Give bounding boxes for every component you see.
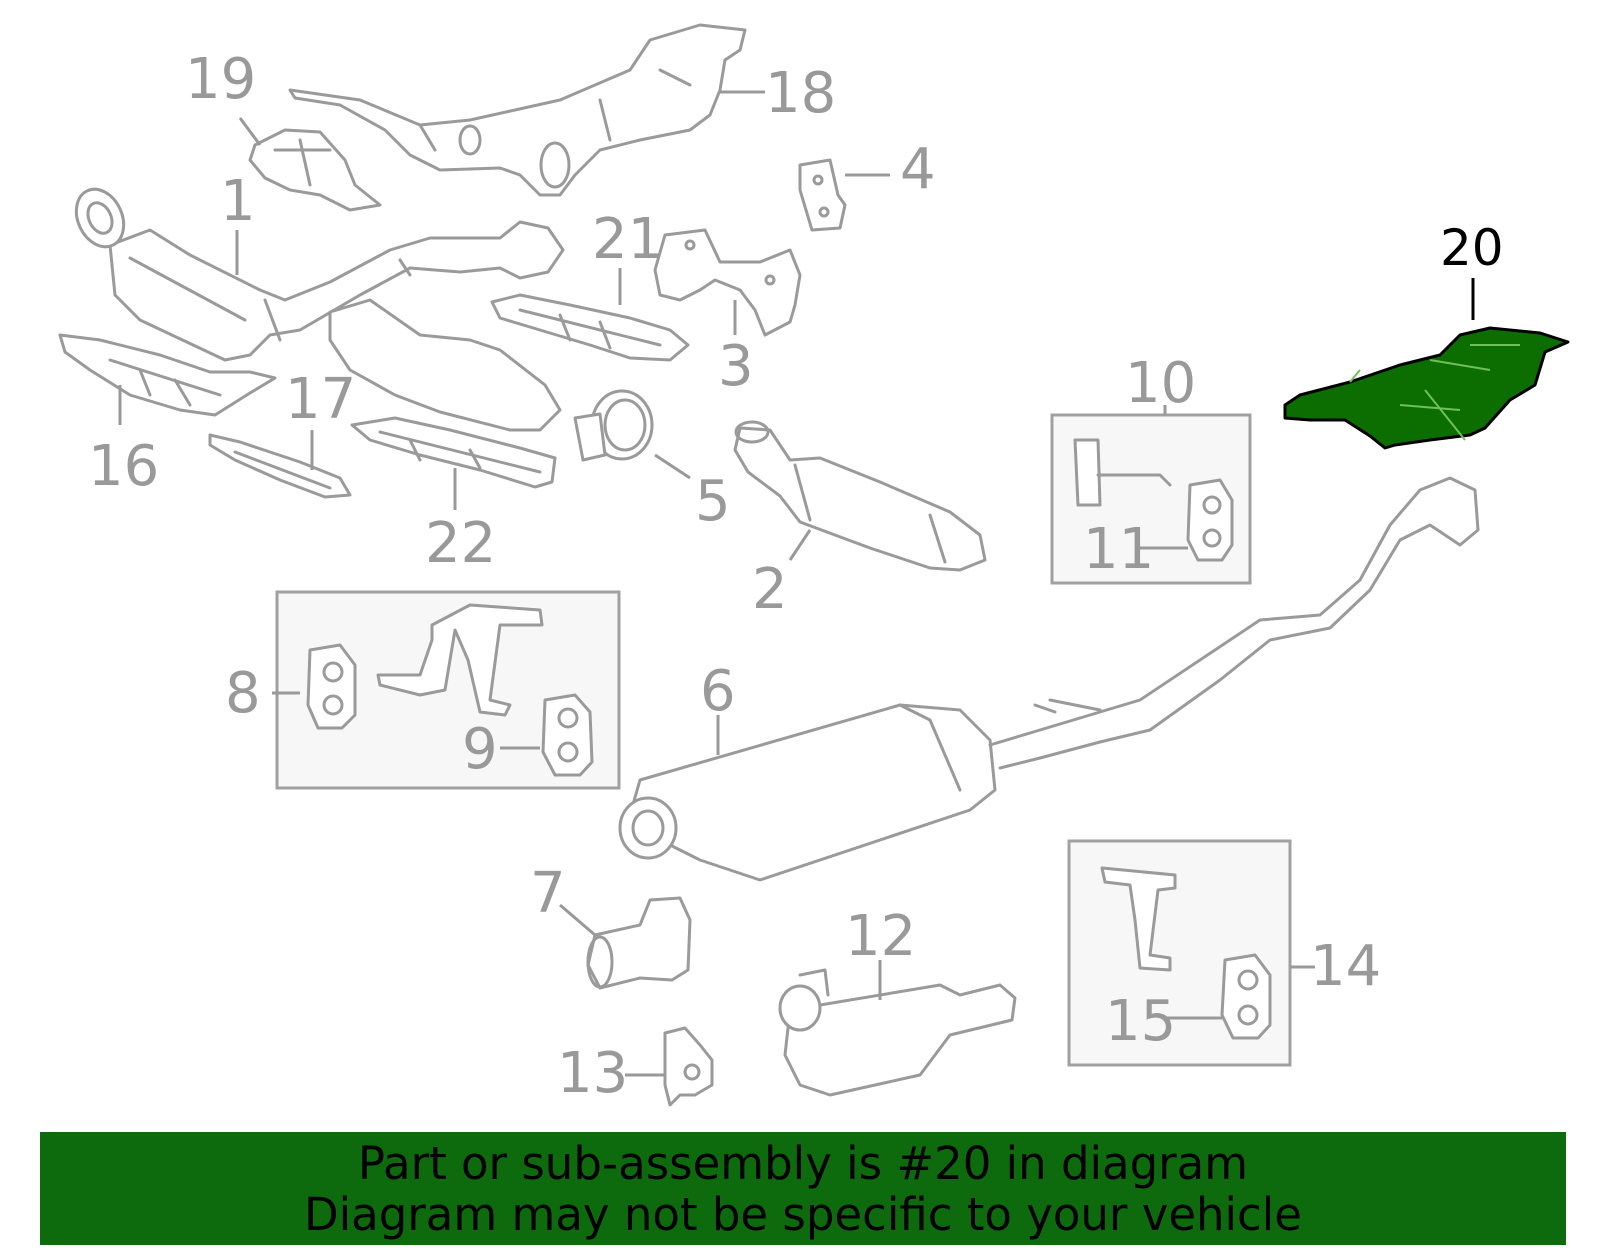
callout-4: 4: [900, 137, 936, 202]
part-4-bracket[interactable]: [798, 158, 847, 232]
part-1-catalytic-converter[interactable]: [67, 182, 565, 432]
callout-18: 18: [765, 61, 836, 126]
notice-banner: Part or sub-assembly is #20 in diagram D…: [40, 1132, 1566, 1245]
callout-19: 19: [185, 47, 256, 112]
part-20-heat-shield-highlighted[interactable]: [1283, 326, 1570, 450]
callout-8: 8: [225, 661, 261, 726]
banner-line-disclaimer: Diagram may not be specific to your vehi…: [304, 1187, 1302, 1241]
callout-2: 2: [752, 557, 788, 622]
part-13-clamp[interactable]: [663, 1026, 714, 1107]
part-18-heat-shield[interactable]: [288, 23, 747, 197]
callout-13: 13: [557, 1041, 628, 1106]
callout-10: 10: [1125, 351, 1196, 416]
part-16-heat-shield[interactable]: [58, 333, 277, 417]
part-12-resonator[interactable]: [778, 968, 1017, 1097]
callout-3: 3: [718, 334, 754, 399]
part-19-heat-shield[interactable]: [248, 128, 382, 212]
part-7-tailpipe-tip[interactable]: [586, 896, 692, 990]
part-2-converter[interactable]: [733, 420, 987, 572]
callout-15: 15: [1105, 989, 1176, 1054]
leader-lines: [118, 90, 1475, 1077]
callout-16: 16: [88, 434, 159, 499]
callout-11: 11: [1083, 517, 1154, 582]
part-3-bracket[interactable]: [653, 228, 802, 337]
callout-7: 7: [530, 861, 566, 926]
callout-12: 12: [845, 904, 916, 969]
part-9-insulator[interactable]: [541, 693, 594, 777]
part-14-hanger[interactable]: [1100, 866, 1177, 972]
callout-labels: 1 2 3 4 5 6 7 8 9 10 11 12 13 14 15 16 1…: [88, 47, 1504, 1106]
part-15-insulator[interactable]: [1220, 953, 1272, 1040]
part-17-heat-shield[interactable]: [208, 433, 352, 499]
callout-17: 17: [285, 367, 356, 432]
callout-9: 9: [462, 717, 498, 782]
callout-21: 21: [592, 207, 663, 272]
part-22-heat-shield[interactable]: [350, 416, 557, 489]
part-5-clamp[interactable]: [573, 389, 654, 462]
banner-line-part: Part or sub-assembly is #20 in diagram: [357, 1136, 1249, 1190]
callout-6: 6: [700, 659, 736, 724]
part-8-hanger[interactable]: [376, 603, 544, 717]
callout-22: 22: [425, 511, 496, 576]
callout-1: 1: [220, 169, 256, 234]
part-21-heat-shield[interactable]: [490, 293, 690, 362]
part-10-hanger[interactable]: [1073, 438, 1172, 507]
callout-5: 5: [695, 469, 731, 534]
callout-14: 14: [1310, 934, 1381, 999]
part-11-insulator[interactable]: [1186, 478, 1234, 562]
part-6-muffler[interactable]: [618, 476, 1480, 882]
callout-20-highlighted: 20: [1440, 219, 1504, 277]
part-8-insulator[interactable]: [306, 643, 357, 730]
